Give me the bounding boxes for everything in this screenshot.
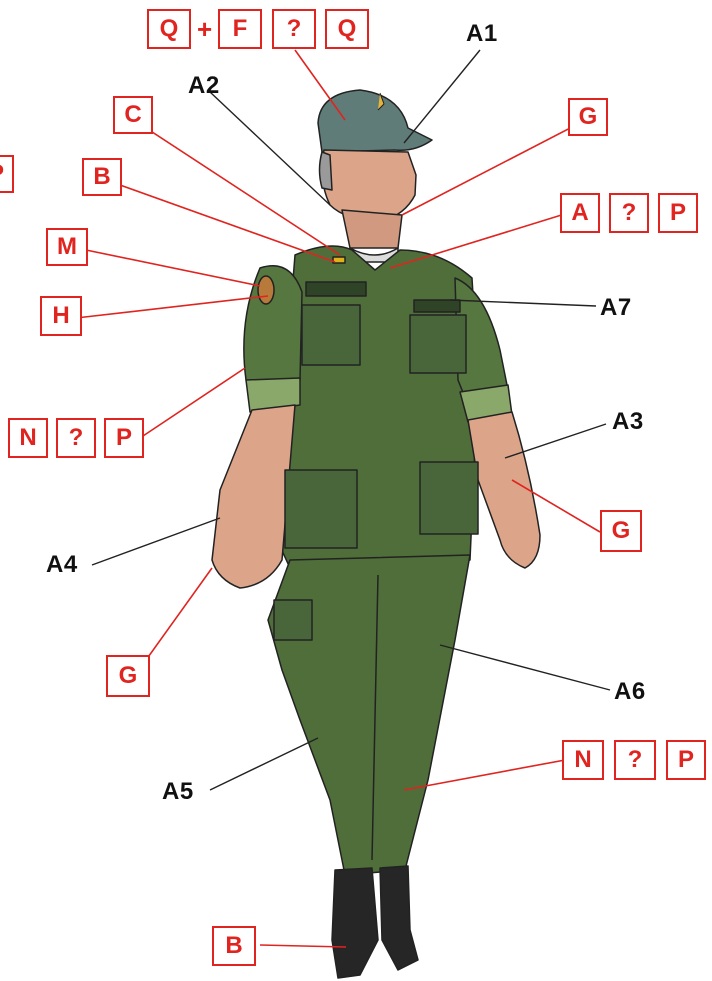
label-a6: A6 — [614, 680, 646, 704]
code-tshirt-a: A — [560, 193, 600, 233]
code-cap-plus: + — [197, 16, 212, 42]
code-sleeve-n: N — [8, 418, 48, 458]
left-boot — [332, 868, 378, 978]
cap — [318, 90, 432, 152]
label-a7: A7 — [600, 296, 632, 320]
label-a5: A5 — [162, 780, 194, 804]
code-edge-p: P — [0, 155, 14, 193]
code-tshirt-question: ? — [609, 193, 649, 233]
left-forearm — [212, 405, 295, 588]
code-patch-h: H — [40, 296, 82, 336]
code-cap-question: ? — [272, 9, 316, 49]
head — [322, 150, 416, 222]
code-right-hand-g: G — [600, 510, 642, 552]
code-trousers-n: N — [562, 740, 604, 780]
code-patch-m: M — [46, 228, 88, 266]
label-a2: A2 — [188, 74, 220, 98]
code-tshirt-p: P — [658, 193, 698, 233]
label-a3: A3 — [612, 410, 644, 434]
code-collar-c: C — [113, 96, 153, 134]
code-sleeve-question: ? — [56, 418, 96, 458]
label-a1: A1 — [466, 22, 498, 46]
code-cap-q2: Q — [325, 9, 369, 49]
code-shoulder-b: B — [82, 158, 122, 196]
code-cap-f: F — [218, 9, 262, 49]
code-left-hand-g: G — [106, 655, 150, 697]
code-trousers-p: P — [666, 740, 706, 780]
label-a4: A4 — [46, 553, 78, 577]
code-cap-q1: Q — [147, 9, 191, 49]
code-trousers-question: ? — [614, 740, 656, 780]
code-face-g: G — [568, 98, 608, 136]
right-boot — [380, 866, 418, 970]
code-sleeve-p: P — [104, 418, 144, 458]
code-boots-b: B — [212, 926, 256, 966]
